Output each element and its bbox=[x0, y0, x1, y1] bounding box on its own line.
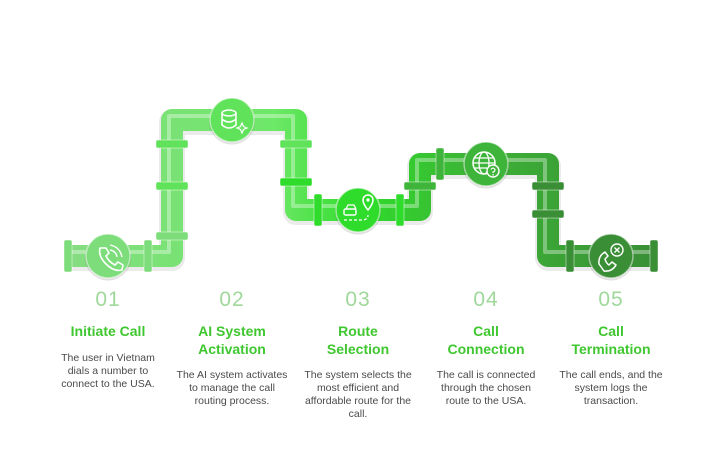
globe-question-icon bbox=[472, 151, 500, 178]
pipe-joint bbox=[155, 231, 189, 241]
phone-icon bbox=[98, 244, 124, 272]
step-node bbox=[85, 233, 131, 281]
step-description: The call ends, and the system logs the t… bbox=[559, 369, 663, 407]
step-number: 01 bbox=[95, 288, 121, 311]
step-node-disc bbox=[85, 233, 131, 279]
step-description: The system selects the most efficient an… bbox=[304, 369, 412, 420]
step-title: Initiate Call bbox=[38, 322, 178, 340]
step-description: The call is connected through the chosen… bbox=[436, 369, 536, 407]
pipe-joint bbox=[403, 181, 437, 191]
step-title-line: Activation bbox=[198, 341, 266, 357]
pipe-joints bbox=[63, 139, 659, 273]
pipe-joint bbox=[279, 139, 313, 149]
step-title-line: Call bbox=[598, 323, 624, 339]
step-node bbox=[588, 233, 634, 281]
step-node bbox=[463, 141, 509, 189]
pipe-joint bbox=[313, 193, 323, 227]
step-number: 03 bbox=[345, 288, 371, 311]
pipe-joint bbox=[63, 239, 73, 273]
step-node-disc bbox=[335, 187, 381, 233]
pipe-joint bbox=[155, 139, 189, 149]
step-title-line: Connection bbox=[447, 341, 525, 357]
step-title-line: Route bbox=[338, 323, 378, 339]
step-node-disc bbox=[209, 97, 255, 143]
call-end-icon bbox=[598, 243, 624, 272]
pipe-joint bbox=[531, 181, 565, 191]
step-node bbox=[209, 97, 255, 145]
pipe-joint bbox=[435, 147, 445, 181]
pipe-joint bbox=[531, 209, 565, 219]
step-title-line: Initiate Call bbox=[70, 323, 146, 339]
pipe-joint bbox=[649, 239, 659, 273]
step-description: The AI system activates to manage the ca… bbox=[176, 369, 288, 407]
pipe-joint bbox=[279, 177, 313, 187]
route-location-icon bbox=[343, 194, 374, 221]
pipe-joint bbox=[155, 181, 189, 191]
step-description: The user in Vietnam dials a number to co… bbox=[61, 352, 155, 390]
step-title-line: Selection bbox=[326, 341, 390, 357]
pipeline-graphic bbox=[63, 97, 659, 281]
step-title-line: Termination bbox=[571, 341, 651, 357]
step-title-line: AI System bbox=[198, 323, 266, 339]
step-node-disc bbox=[463, 141, 509, 187]
step-title-line: Call bbox=[473, 323, 499, 339]
step-number: 04 bbox=[473, 288, 499, 311]
step-node bbox=[335, 187, 381, 235]
pipe-nodes bbox=[85, 97, 634, 281]
step-number: 02 bbox=[219, 288, 245, 311]
pipe-joint bbox=[565, 239, 575, 273]
pipe-joint bbox=[395, 193, 405, 227]
pipe-path bbox=[65, 109, 654, 271]
step-number: 05 bbox=[598, 288, 624, 311]
step-node-disc bbox=[588, 233, 634, 279]
database-sparkle-icon bbox=[221, 109, 249, 135]
pipe-joint bbox=[143, 239, 153, 273]
